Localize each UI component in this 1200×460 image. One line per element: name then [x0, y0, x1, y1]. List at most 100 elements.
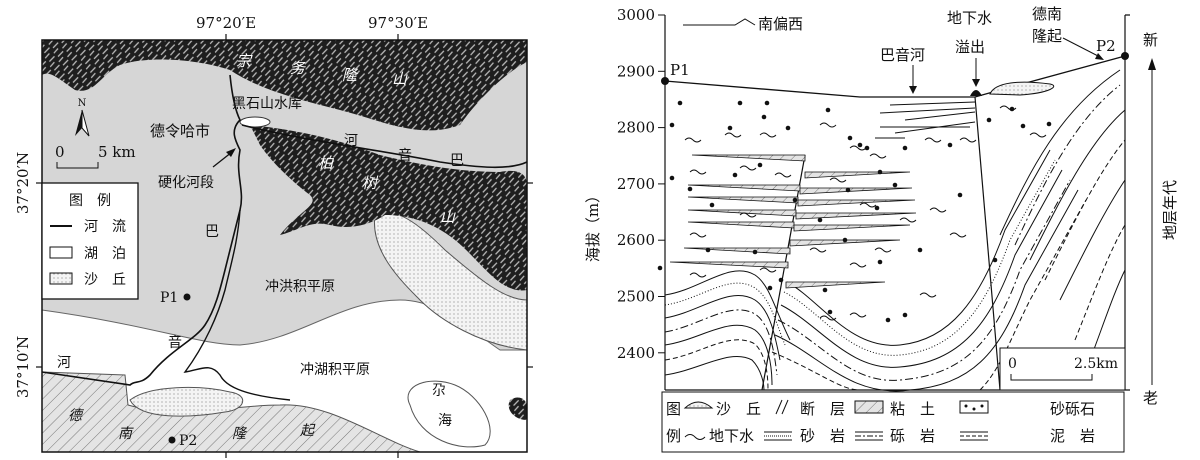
gravel-dot — [757, 162, 763, 168]
groundwater-mark — [759, 132, 777, 138]
groundwater-mark — [829, 177, 847, 183]
arrowhead-icon — [1148, 58, 1156, 70]
arrow-icon — [1062, 37, 1101, 58]
groundwater-mark — [759, 267, 777, 273]
gravel-dot — [732, 172, 738, 178]
gravel-dot — [737, 100, 743, 106]
gravel-dot — [902, 145, 908, 151]
clay-lens — [795, 212, 917, 220]
north-label: N — [78, 98, 87, 109]
mountain-char: 山 — [440, 208, 456, 226]
uplift-char: 德 — [68, 408, 85, 424]
alluvial-plain-label: 冲洪积平原 — [265, 279, 335, 295]
uplift-char: 起 — [300, 423, 316, 439]
age-new: 新 — [1143, 31, 1158, 49]
gravel-dot — [864, 145, 870, 151]
uplift-label: 隆起 — [1032, 27, 1062, 45]
groundwater-mark — [1029, 132, 1047, 138]
reservoir-label: 黑石山水库 — [232, 96, 302, 112]
clay-lens — [799, 187, 913, 195]
mudstone-icon — [960, 431, 988, 441]
clay-lens — [683, 247, 791, 255]
groundwater-mark — [859, 202, 877, 208]
uplift-label: 德南 — [1032, 5, 1062, 23]
dune-box-icon — [49, 272, 73, 285]
groundwater-mark — [959, 137, 977, 143]
y-tick-label: 2500 — [617, 288, 655, 306]
strata-left — [664, 270, 791, 391]
scale-bar — [56, 162, 99, 169]
legend-title: 图 例 — [69, 193, 111, 209]
p2-label: P2 — [1096, 37, 1116, 55]
gravel-dot — [677, 100, 683, 106]
direction-label: 南偏西 — [758, 15, 803, 33]
gravel-dot — [1020, 123, 1026, 129]
groundwater-mark — [919, 292, 937, 298]
lon-label: 97°30′E — [368, 14, 428, 32]
arrowhead-icon — [226, 148, 236, 157]
section-legend: 图 例 沙 丘 断 层 粘 土 砂砾石 地下水 砂 岩 砾 岩 泥 岩 — [661, 391, 1125, 453]
conglomerate-icon — [855, 431, 883, 441]
arrowhead-icon — [972, 79, 980, 87]
legend-title: 例 — [666, 427, 681, 445]
groundwater-mark — [689, 272, 707, 278]
p2-label: P2 — [179, 433, 197, 449]
scale-label: 2.5km — [1074, 356, 1118, 372]
mountain-char: 务 — [290, 59, 307, 77]
groundwater-mark — [689, 232, 707, 238]
mountain-char: 隆 — [342, 66, 359, 84]
fault-icon — [775, 399, 789, 415]
lake-label: 尕 — [432, 383, 446, 399]
age-old: 老 — [1143, 389, 1158, 407]
bayin-river-upper — [241, 124, 528, 169]
spring-label: 溢出 — [955, 38, 985, 56]
groundwater-mark — [849, 145, 867, 151]
location-map: 97°20′E 97°30′E 37°20′N 37°10′N N 0 5 km… — [14, 14, 533, 458]
lat-label: 37°10′N — [14, 336, 32, 398]
clay-lenses — [669, 154, 917, 289]
gravel-dot — [947, 142, 953, 148]
scale-zero: 0 — [1008, 356, 1017, 372]
legend-label: 河 流 — [84, 219, 126, 235]
p2-point — [1121, 52, 1129, 60]
p1-label: P1 — [160, 290, 178, 306]
groundwater-mark — [849, 262, 867, 268]
groundwater-mark — [874, 247, 892, 253]
clay-lens — [691, 154, 806, 162]
legend-label: 砂砾石 — [1050, 400, 1095, 418]
mountain-char: 山 — [392, 70, 408, 88]
legend-label: 砂 岩 — [800, 427, 845, 445]
gravel-dot — [1009, 106, 1015, 112]
gravel-dot — [687, 186, 693, 192]
lon-label: 97°20′E — [196, 14, 256, 32]
sandstone-icon — [764, 431, 792, 441]
gravel-dot — [825, 107, 831, 113]
gravel-dot — [761, 114, 767, 120]
y-axis-label: 海拔（m） — [584, 188, 602, 262]
groundwater-mark — [849, 312, 867, 318]
gravel-dot — [785, 125, 791, 131]
p1-label: P1 — [670, 61, 690, 79]
fault — [974, 96, 1001, 391]
scale-label: 5 km — [98, 143, 136, 161]
scale-box — [999, 347, 1126, 391]
city-label: 德令哈市 — [150, 122, 210, 140]
gravel-dot — [705, 247, 711, 253]
gravel-dot — [669, 175, 675, 181]
baishu-mountain — [250, 125, 527, 291]
river-char: 河 — [344, 133, 358, 149]
y-tick-label: 2900 — [617, 62, 655, 80]
clay-lens — [797, 199, 916, 207]
gravel-dot — [727, 125, 733, 131]
gravel-dot — [764, 100, 770, 106]
legend-label: 砾 岩 — [890, 427, 935, 445]
arrowhead-icon — [1095, 53, 1104, 60]
mountain-char: 树 — [362, 174, 379, 192]
river-char: 巴 — [205, 224, 219, 240]
gravel-dot — [827, 309, 833, 315]
gravel-dot — [885, 317, 891, 323]
groundwater-mark — [809, 247, 827, 253]
gravel-dot — [902, 312, 908, 318]
clay-lens — [669, 261, 789, 269]
